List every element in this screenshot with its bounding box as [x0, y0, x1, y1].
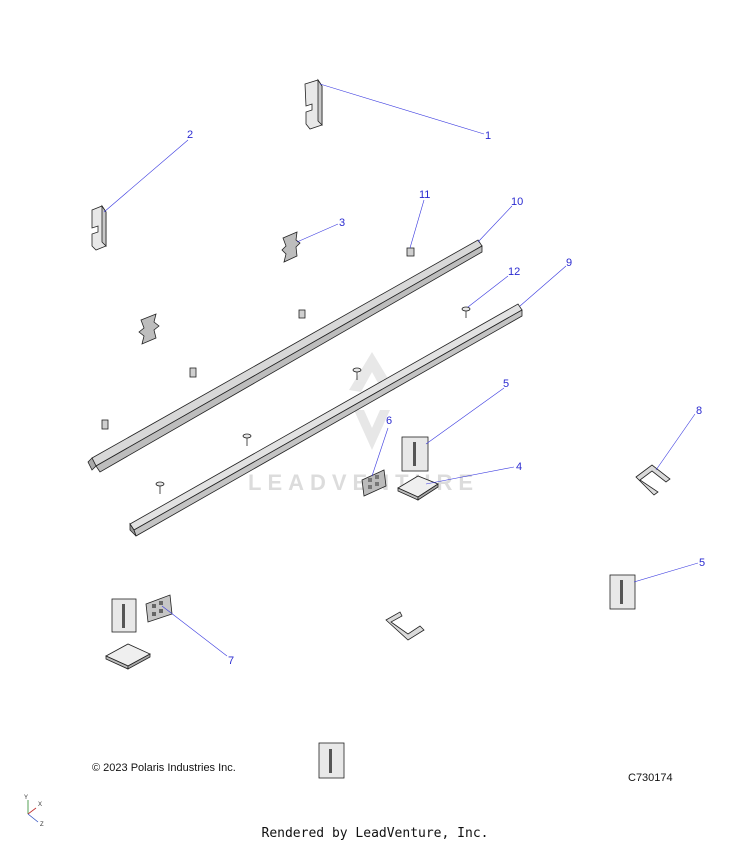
- part-2-bracket: [91, 204, 107, 251]
- part-7-connector: [145, 594, 173, 623]
- part-1-bracket: [304, 78, 323, 130]
- leadventure-watermark: LEADVENTURE: [248, 352, 479, 495]
- axis-triad: Y X Z: [24, 795, 44, 828]
- axis-y-label: Y: [24, 795, 28, 801]
- small-clip-a: [298, 309, 306, 319]
- callout-labels: 1 2 3 4 5 5 6 7 8 9 10 11 12: [187, 129, 705, 667]
- callout-6: 6: [386, 415, 392, 427]
- callout-4: 4: [516, 461, 522, 473]
- axis-z-label: Z: [40, 822, 44, 828]
- callout-9: 9: [566, 257, 572, 269]
- part-6-connector: [361, 469, 387, 497]
- lower-plate: [105, 643, 151, 670]
- screw-a: [352, 367, 362, 380]
- bottom-pad: [318, 742, 345, 779]
- part-10-rail: [87, 239, 483, 473]
- callout-5a: 5: [503, 378, 509, 390]
- part-3-clip: [281, 231, 301, 263]
- callout-3: 3: [339, 217, 345, 229]
- callout-2: 2: [187, 129, 193, 141]
- part-4-plate: [397, 475, 439, 501]
- copyright-text: © 2023 Polaris Industries Inc.: [92, 762, 236, 774]
- callout-8: 8: [696, 405, 702, 417]
- diagram-code: C730174: [628, 772, 673, 784]
- lower-u-bracket: [385, 611, 425, 641]
- part-9-bar: [129, 303, 523, 537]
- part-12-screw: [461, 306, 471, 318]
- axis-x-label: X: [38, 802, 42, 808]
- part-8-u-bracket: [635, 464, 671, 496]
- callout-5b: 5: [699, 557, 705, 569]
- callout-10: 10: [511, 196, 523, 208]
- part-5-pad-right: [609, 574, 636, 610]
- callout-7: 7: [228, 655, 234, 667]
- part-11-clip: [406, 247, 415, 257]
- screw-b: [242, 433, 252, 446]
- lower-pad: [111, 598, 137, 633]
- callout-1: 1: [485, 130, 491, 142]
- small-clip-c: [101, 419, 109, 430]
- callout-11: 11: [419, 189, 430, 201]
- part-5-pad: [401, 436, 429, 472]
- rendered-by-text: Rendered by LeadVenture, Inc.: [261, 826, 489, 841]
- watermark-text: LEADVENTURE: [248, 470, 479, 495]
- callout-12: 12: [508, 266, 520, 278]
- screw-c: [155, 481, 165, 494]
- leader-lines: [103, 83, 699, 657]
- part-3-clip-second: [138, 313, 160, 345]
- small-clip-b: [189, 367, 197, 378]
